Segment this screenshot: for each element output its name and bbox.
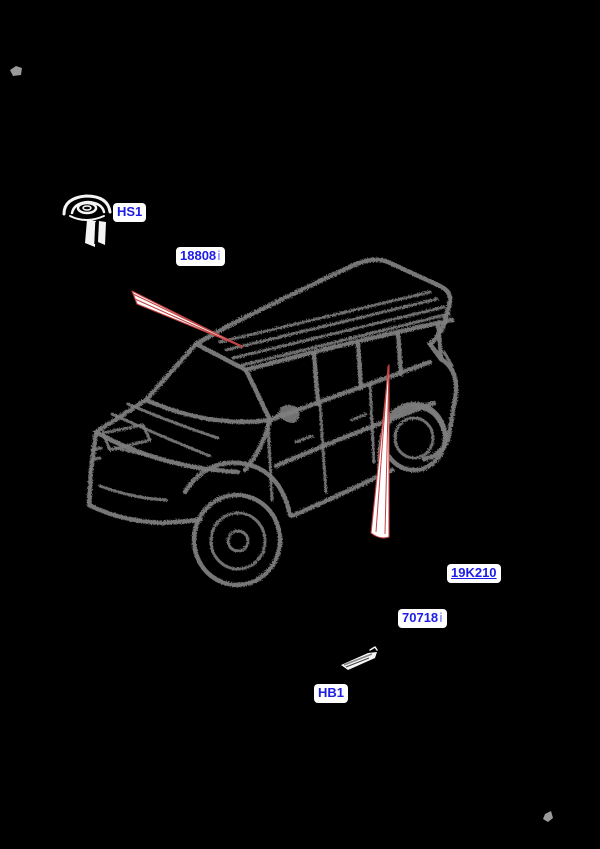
part-callout-18808[interactable]: 18808i [176, 247, 225, 266]
part-fin-blade-drawing [341, 646, 378, 670]
part-callout-70718-suffix: i [439, 610, 443, 625]
part-antenna-base-drawing [62, 194, 112, 247]
leader-anchor-x-icon [380, 353, 398, 371]
part-callout-70718-label: 70718 [402, 610, 439, 625]
part-callout-19k210[interactable]: 19K210 [447, 564, 501, 583]
part-callout-hs1[interactable]: HS1 [113, 203, 147, 222]
part-callout-hb1-label: HB1 [318, 685, 345, 700]
leader-wedge-windshield [131, 290, 244, 348]
part-callout-19k210-label: 19K210 [451, 565, 497, 580]
artifact-blob-bottom-right [543, 811, 553, 822]
part-callout-70718[interactable]: 70718i [398, 609, 447, 628]
part-callout-hs1-label: HS1 [117, 204, 143, 219]
part-callout-18808-label: 18808 [180, 248, 217, 263]
leader-wedge-quarter-glass [370, 353, 398, 539]
artifact-blob-top-left [10, 66, 22, 76]
part-callout-hb1[interactable]: HB1 [314, 684, 349, 703]
part-callout-18808-suffix: i [217, 248, 221, 263]
vehicle-body-sketch [86, 257, 459, 588]
